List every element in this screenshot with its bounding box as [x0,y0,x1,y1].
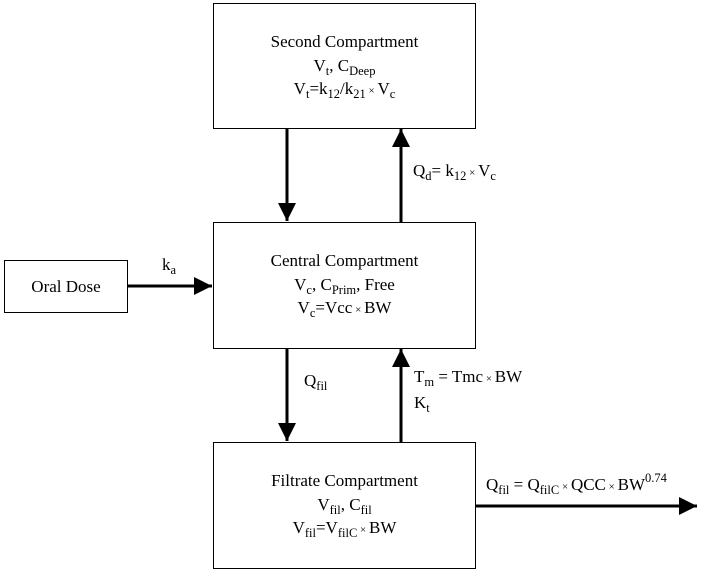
symbol: Q [486,475,499,494]
symbol: C [337,55,350,75]
oral-dose-label: Oral Dose [31,276,101,296]
text: BW [369,518,397,537]
second-compartment-variables: Vt, CDeep [314,54,376,77]
filtrate-compartment-volume-equation: Vfil=VfilC × BW [293,516,397,542]
symbol: V [313,55,326,75]
filtration-rate-equation: Qfil = QfilC × QCC × BW0.74 [486,471,667,498]
central-compartment-box: Central Compartment Vc, CPrim, Free Vc=V… [213,222,476,349]
multiply-sign: × [483,373,495,385]
absorption-rate-label: ka [162,254,176,276]
symbol: V [317,495,330,514]
multiply-sign: × [466,167,479,179]
subscript: c [389,86,396,101]
second-compartment-box: Second Compartment Vt, CDeep Vt=k12/k21 … [213,3,476,129]
subscript: m [424,375,435,389]
subscript: Deep [349,63,376,78]
text: = k [431,161,454,180]
text: BW [617,475,646,494]
subscript: fil [498,483,510,497]
subscript: t [305,86,310,101]
text: =k [309,78,328,98]
intercompartmental-flow-label: Qd= k12 × Vc [413,160,496,184]
text: BW [494,367,523,386]
subscript: Prim [331,283,357,297]
symbol: K [414,393,427,412]
symbol: Q [304,371,317,390]
subscript: 12 [453,169,467,183]
subscript: 12 [327,86,341,101]
central-compartment-volume-equation: Vc=Vcc × BW [298,296,392,322]
filtration-flow-label: Qfil [304,370,327,392]
subscript: d [425,169,432,183]
subscript: filC [539,483,560,497]
text: , [340,495,350,514]
subscript: c [309,306,316,320]
symbol: V [292,518,305,537]
central-compartment-title: Central Compartment [270,251,419,270]
subscript: t [426,401,430,415]
text: , [329,55,338,75]
subscript: fil [304,526,316,540]
text: = Q [509,475,540,494]
subscript: 21 [353,86,366,101]
superscript: 0.74 [645,471,667,485]
subscript: a [170,263,177,277]
text: , Free [356,275,395,294]
symbol: k [162,255,171,274]
text: =V [315,518,338,537]
second-compartment-volume-equation: Vt=k12/k21 × Vc [294,77,396,103]
text: = Tmc [434,367,484,386]
multiply-sign: × [357,524,370,536]
central-compartment-variables: Vc, CPrim, Free [294,273,395,296]
subscript: c [306,283,312,297]
multiply-sign: × [605,481,618,493]
filtrate-compartment-box: Filtrate Compartment Vfil, Cfil Vfil=Vfi… [213,442,476,569]
text: =Vcc [315,298,353,317]
transport-constant-label: Kt [414,392,430,414]
text: QCC [570,475,606,494]
subscript: t [325,63,330,78]
symbol: C [320,275,332,294]
symbol: V [297,298,310,317]
symbol: V [377,78,390,98]
subscript: fil [360,503,372,517]
transport-maximum-label: Tm = Tmc × BW [414,366,522,390]
second-compartment-title: Second Compartment [270,31,419,51]
subscript: filC [337,526,358,540]
symbol: T [414,367,425,386]
text: /k [340,78,354,98]
symbol: V [293,78,306,98]
filtrate-compartment-variables: Vfil, Cfil [317,493,371,516]
multiply-sign: × [365,84,378,97]
symbol: Q [413,161,426,180]
multiply-sign: × [352,304,365,316]
subscript: fil [316,379,328,393]
symbol: C [349,495,361,514]
filtrate-compartment-title: Filtrate Compartment [271,471,418,490]
subscript: fil [329,503,341,517]
oral-dose-box: Oral Dose [4,260,128,313]
symbol: V [294,275,307,294]
multiply-sign: × [559,481,571,493]
text: , [311,275,321,294]
subscript: c [490,169,496,183]
text: BW [364,298,392,317]
text: V [478,161,491,180]
